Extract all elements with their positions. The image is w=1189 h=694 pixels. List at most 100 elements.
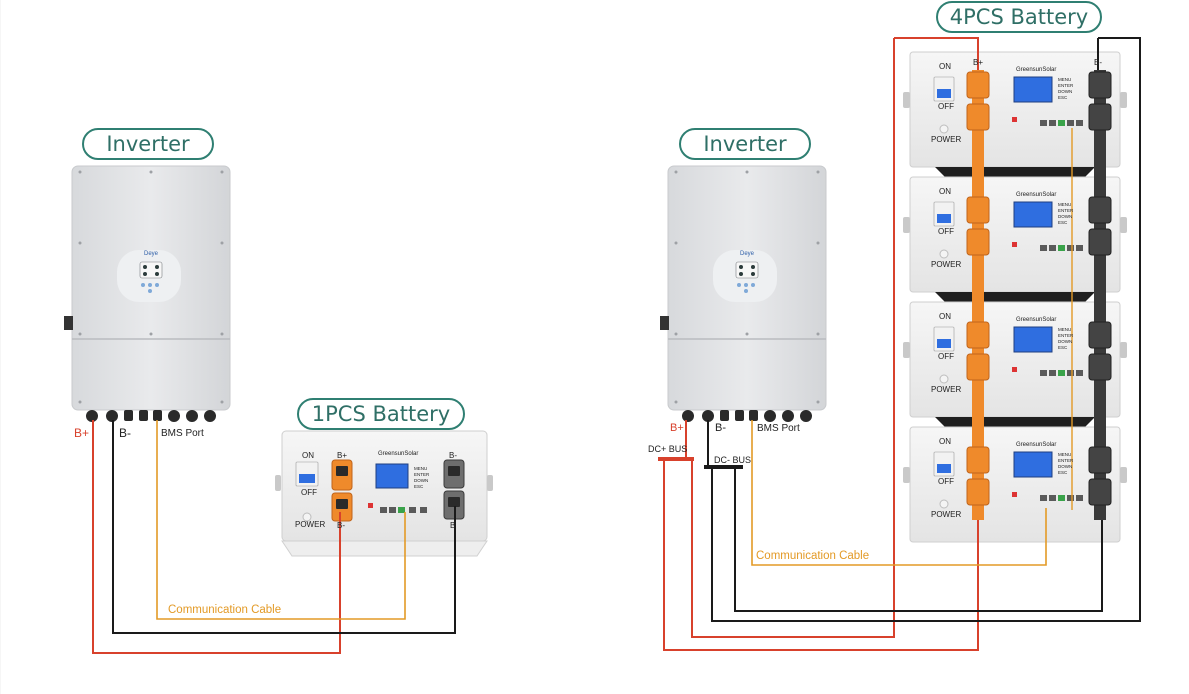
bplus-terminal [966,478,990,506]
right-top-bminus-label: B- [1094,58,1102,67]
right-inverter-brand: Deye [740,251,755,257]
module-menu-esc: ESC [1058,345,1068,350]
left-bms-port-label: BMS Port [161,428,204,439]
comm-port [1049,495,1056,501]
left-communication-cable-label: Communication Cable [168,604,282,616]
comm-port [1049,120,1056,126]
comm-port [1076,495,1083,501]
module-menu-esc: ESC [1058,470,1068,475]
left-bminus-label: B- [119,426,131,440]
bplus-terminal [966,196,990,224]
module-menu-enter: ENTER [1058,458,1074,463]
comm-port [1076,370,1083,376]
right-battery-title: 4PCS Battery [936,1,1102,33]
comm-port [1067,495,1074,501]
status-led [1012,242,1017,247]
bplus-terminal [966,321,990,349]
module-menu-menu: MENU [1058,202,1072,207]
left-battery-title: 1PCS Battery [297,398,465,430]
module-menu-esc: ESC [1058,220,1068,225]
bminus-terminal [1088,321,1112,349]
module-on-label: ON [939,437,951,446]
module-menu-menu: MENU [1058,327,1072,332]
module-on-label: ON [939,187,951,196]
comm-port [1040,120,1047,126]
module-menu-menu: MENU [1058,77,1072,82]
battery-module-4 [903,426,1127,543]
left-battery-menu-2: DOWN [414,478,429,483]
bminus-terminal [1088,478,1112,506]
lcd-screen [1013,76,1053,103]
left-battery-on-label: ON [302,451,314,460]
bminus-terminal [1088,353,1112,381]
module-brand: GreensunSolar [1016,442,1057,448]
module-brand: GreensunSolar [1016,192,1057,198]
module-menu-enter: ENTER [1058,83,1074,88]
comm-port [1049,370,1056,376]
battery-module-handle [1120,342,1127,358]
comm-port [1040,245,1047,251]
left-inverter-title: Inverter [82,128,214,160]
module-off-label: OFF [938,477,954,486]
right-battery-stack [903,51,1127,543]
bminus-terminal [1088,228,1112,256]
status-led [1012,367,1017,372]
right-top-bplus-label: B+ [973,58,984,67]
battery-module-2 [903,176,1127,302]
right-bplus-label: B+ [670,422,684,434]
battery-module-handle [903,92,910,108]
battery-module-handle [1120,92,1127,108]
bplus-terminal [966,71,990,99]
module-brand: GreensunSolar [1016,67,1057,73]
left-battery-menu-0: MENU [414,466,428,471]
module-menu-esc: ESC [1058,95,1068,100]
module-off-label: OFF [938,102,954,111]
right-bms-port-label: BMS Port [757,423,800,434]
comm-port [1040,495,1047,501]
breaker-switch-toggle [937,89,951,98]
comm-port [1076,120,1083,126]
right-dcplus-bus-label: DC+ BUS [648,444,688,454]
right-dcminus-bus-label: DC- BUS [714,455,752,465]
bplus-terminal [966,103,990,131]
battery-module-handle [1120,467,1127,483]
module-power-label: POWER [931,510,962,519]
comm-port [1067,120,1074,126]
module-on-label: ON [939,62,951,71]
module-menu-enter: ENTER [1058,333,1074,338]
module-spacer [935,292,1095,302]
bminus-terminal [1088,71,1112,99]
lcd-screen [1013,326,1053,353]
module-off-label: OFF [938,227,954,236]
bminus-terminal [1088,103,1112,131]
module-menu-down: DOWN [1058,339,1073,344]
module-power-label: POWER [931,135,962,144]
right-inverter-title: Inverter [679,128,811,160]
lcd-screen [1013,451,1053,478]
module-spacer [935,167,1095,177]
bplus-terminal [966,353,990,381]
left-battery [275,430,493,557]
module-spacer [935,417,1095,427]
right-busbars [972,70,1106,520]
comm-port [1058,245,1065,251]
comm-port [1058,370,1065,376]
comm-port [1049,245,1056,251]
comm-port [1067,370,1074,376]
left-battery-brand: GreensunSolar [378,451,419,457]
right-communication-cable-label: Communication Cable [756,550,870,562]
battery-module-handle [1120,217,1127,233]
module-menu-down: DOWN [1058,89,1073,94]
right-wires [658,37,1141,651]
bminus-terminal [1088,446,1112,474]
left-battery-bminus-right-label: B- [449,451,457,460]
power-button [939,124,949,134]
left-battery-menu-1: ENTER [414,472,430,477]
left-battery-menu-3: ESC [414,484,424,489]
bminus-terminal [1088,196,1112,224]
right-bminus-label: B- [715,422,726,434]
module-off-label: OFF [938,352,954,361]
bplus-terminal [966,228,990,256]
